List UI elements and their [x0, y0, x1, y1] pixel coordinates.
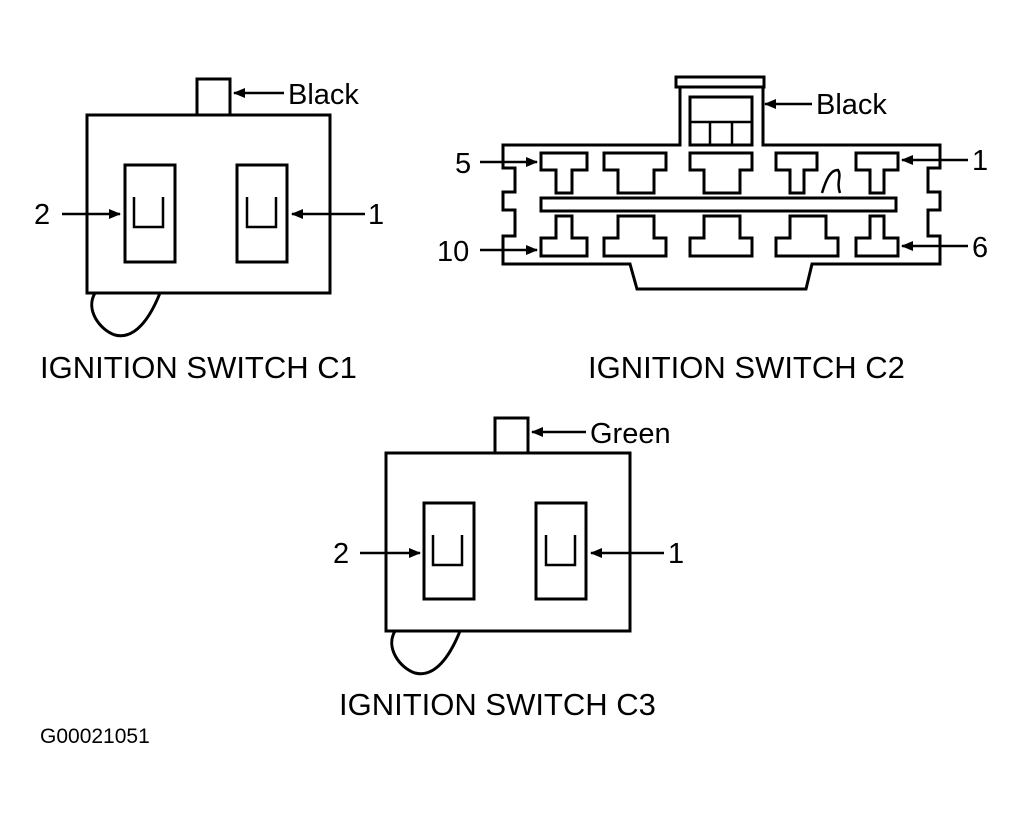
c2-terminal-7	[774, 214, 840, 258]
c2-color-label: Black	[816, 89, 887, 121]
c2-terminal-4	[602, 151, 668, 195]
c1-terminal-2-clip	[132, 197, 165, 229]
c1-tab	[195, 77, 232, 117]
c3-terminal-1	[534, 501, 588, 601]
c2-pin-1-label: 1	[972, 145, 988, 177]
c2-terminal-1	[854, 151, 900, 195]
c2-terminal-10	[539, 214, 589, 258]
c3-pin-1-label: 1	[668, 538, 684, 570]
c1-color-label: Black	[288, 79, 359, 111]
c2-terminal-2-hook	[820, 168, 842, 194]
c2-pin-10-label: 10	[437, 236, 469, 268]
c1-pin-2-label: 2	[34, 199, 50, 231]
c3-title: IGNITION SWITCH C3	[339, 687, 656, 722]
c1-pin-1-label: 1	[368, 199, 384, 231]
c2-terminal-3	[688, 151, 754, 195]
c2-body	[501, 85, 942, 291]
c2-tab	[674, 75, 766, 89]
c1-terminal-2	[123, 163, 177, 264]
c1-title: IGNITION SWITCH C1	[40, 350, 357, 385]
c2-pin-5-label: 5	[455, 148, 471, 180]
c2-terminal-2	[774, 151, 819, 195]
c3-color-label: Green	[590, 418, 671, 450]
c2-pin-6-label: 6	[972, 232, 988, 264]
figure-code: G00021051	[40, 725, 150, 748]
c2-bottom-row	[539, 214, 900, 258]
c1-terminal-1-clip	[245, 197, 278, 229]
c1-wire-loop	[90, 292, 162, 338]
c3-terminal-1-clip	[544, 535, 577, 567]
c2-divider-bar	[539, 196, 898, 213]
c1-body	[85, 113, 332, 295]
connector-c2: Black 5 1 10 6 IGNITION SWITCH C2	[437, 75, 988, 385]
c3-pin-2-label: 2	[333, 538, 349, 570]
c2-terminal-8	[688, 214, 754, 258]
c1-terminal-1	[235, 163, 289, 264]
c2-terminal-5	[539, 151, 589, 195]
connector-c1: Black 2 1 IGNITION SWITCH C1	[34, 77, 384, 385]
c3-terminal-2	[422, 501, 476, 601]
c2-terminal-6	[854, 214, 900, 258]
c3-tab	[493, 416, 530, 455]
c2-title: IGNITION SWITCH C2	[588, 350, 905, 385]
c3-wire-loop	[390, 630, 462, 676]
c2-top-row	[539, 151, 900, 195]
connector-c3: Green 2 1 IGNITION SWITCH C3	[333, 416, 684, 722]
c3-terminal-2-clip	[431, 535, 464, 567]
c2-terminal-9	[602, 214, 668, 258]
